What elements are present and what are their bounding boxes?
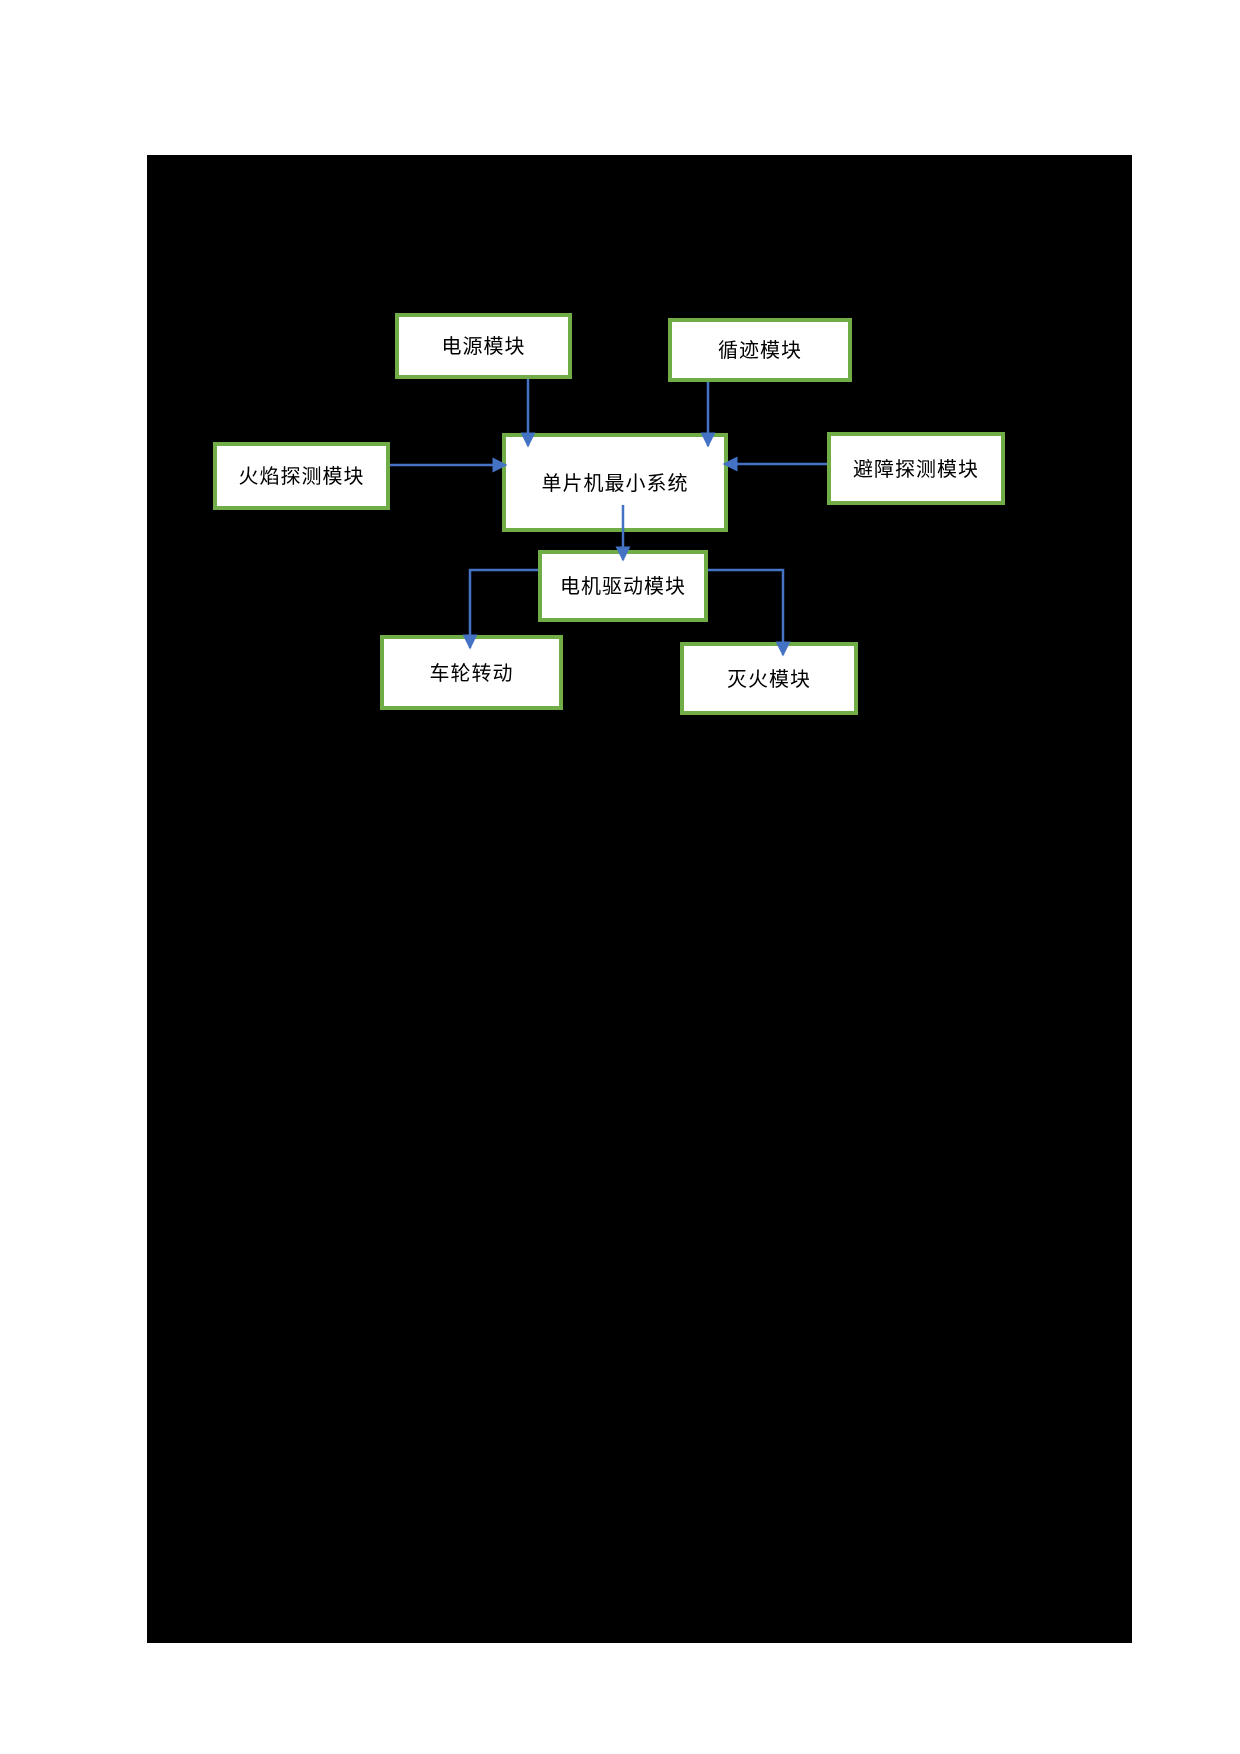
connector-layer bbox=[390, 379, 827, 657]
node-flame-detection-module: 火焰探测模块 bbox=[213, 442, 390, 510]
node-wheel-rotation: 车轮转动 bbox=[380, 635, 563, 710]
node-obstacle-detection-module: 避障探测模块 bbox=[827, 432, 1005, 505]
node-tracking-module: 循迹模块 bbox=[668, 318, 852, 382]
node-motor-drive-module: 电机驱动模块 bbox=[538, 550, 708, 622]
diagram-canvas: 电源模块 循迹模块 火焰探测模块 单片机最小系统 避障探测模块 电机驱动模块 车… bbox=[147, 155, 1132, 1643]
node-power-module: 电源模块 bbox=[395, 313, 572, 379]
node-mcu-minimal-system: 单片机最小系统 bbox=[502, 433, 728, 532]
node-fire-extinguish-module: 灭火模块 bbox=[680, 642, 858, 715]
